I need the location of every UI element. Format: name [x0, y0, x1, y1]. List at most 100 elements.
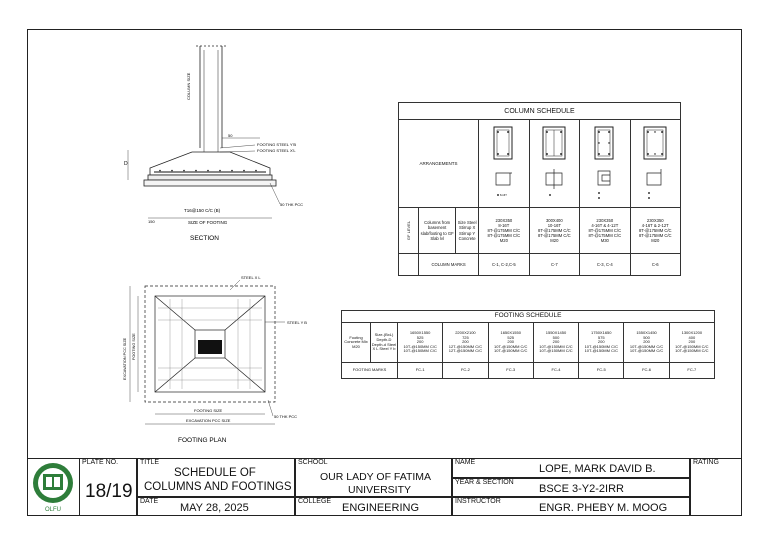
bottom-bars-label: T16@150 C/C (B) — [184, 208, 221, 213]
column-schedule-table: COLUMN SCHEDULE ARRANGEMENTS 8-16T — [397, 102, 682, 276]
college-label: COLLEGE — [298, 498, 332, 505]
title-label: TITLE — [140, 459, 160, 466]
footing-steel-x-label: FOOTING STEEL X'L — [257, 148, 296, 153]
arrangement-c1: 8-16T — [478, 119, 530, 208]
plate-no-label: PLATE NO. — [82, 459, 119, 466]
college-value: ENGINEERING — [342, 502, 420, 514]
footing-row-label: Size-(BxL) Depth-D Depth-d Steel X L Ste… — [370, 322, 398, 363]
gf-level-label: GF LEVEL — [406, 220, 412, 241]
col-size: 230X350 — [495, 218, 513, 223]
school-line2: UNIVERSITY — [348, 484, 412, 496]
column-size-label: COLUMN SIZE — [186, 72, 191, 100]
col-steel: 4-16T & 4-12T — [591, 223, 619, 228]
college-cell: COLLEGE ENGINEERING — [295, 497, 452, 516]
year-cell: YEAR & SECTION BSCE 3-Y2-2IRR — [452, 478, 690, 497]
rebar-dots — [159, 169, 257, 172]
column-section-sketch — [643, 126, 667, 199]
section-caption: SECTION — [190, 235, 219, 242]
footing-steel-y-label: FOOTING STEEL Y'B — [257, 142, 296, 147]
excavation-size-label: EXCAVATION PCC SIZE — [123, 337, 127, 380]
col-concrete: M20 — [550, 238, 559, 243]
footing-mark: FC-7 — [668, 362, 716, 379]
date-label: DATE — [140, 498, 159, 505]
col-stirrup-y: 8T-@175MM C/C — [588, 233, 622, 238]
arrangement-c7 — [528, 119, 581, 208]
plan-pcc-label: 50 THK PCC — [274, 414, 297, 419]
arrangement-c6 — [629, 119, 682, 208]
arrangements-label: ARRANGEMENTS — [397, 119, 480, 208]
col-spec-c6: 230X350 4-16T & 2-12T 8T-@175MM C/C 8T-@… — [629, 207, 682, 254]
col-spec-c7: 300X400 10-16T 8T-@175MM C/C 8T-@175MM C… — [528, 207, 581, 254]
col-size: 230X350 — [646, 218, 664, 223]
title-cell: TITLE SCHEDULE OF COLUMNS AND FOOTINGS — [137, 458, 295, 497]
size-of-footing-label: SIZE OF FOOTING — [188, 220, 228, 225]
size-steel-label: Size Steel Stirrup X Stirrup Y Concrete — [455, 207, 480, 254]
col-stirrup-x: 8T-@175MM C/C — [638, 228, 672, 233]
footing-outline-plan — [154, 295, 266, 393]
dim-d: D — [124, 161, 128, 167]
columns-from-label: Columns from basement slab/footing to GF… — [418, 207, 457, 254]
arrangement-c3 — [579, 119, 631, 208]
dim-150: 150 — [148, 219, 155, 224]
footing-mark: FC-5 — [578, 362, 625, 379]
footing-schedule-title: FOOTING SCHEDULE — [341, 310, 715, 323]
plate-no: 18/19 — [85, 481, 133, 502]
col-concrete: M20 — [499, 238, 508, 243]
col-spec-c3: 230X350 4-16T & 4-12T 8T-@175MM C/C 8T-@… — [579, 207, 631, 254]
footing-schedule-table: FOOTING SCHEDULE Footing Concrete Mix M2… — [341, 310, 716, 379]
column-section-solid — [198, 340, 222, 354]
footing-mark: FC-1 — [396, 362, 444, 379]
col-concrete: M30 — [600, 238, 609, 243]
col-mark: C-6 — [629, 253, 682, 276]
rating-cell: RATING — [690, 458, 742, 516]
footing-mark: FC-2 — [442, 362, 489, 379]
col-size: 300X400 — [545, 218, 563, 223]
footing-size-v-label: FOOTING SIZE — [132, 333, 136, 360]
title-block: OLFU PLATE NO. 18/19 TITLE SCHEDULE OF C… — [27, 458, 742, 516]
logo-text: OLFU — [45, 507, 61, 513]
name-value: LOPE, MARK DAVID B. — [539, 463, 656, 475]
col-stirrup-y: 8T-@175MM C/C — [487, 233, 521, 238]
footing-mark: FC-3 — [487, 362, 534, 379]
instructor-label: INSTRUCTOR — [455, 498, 501, 505]
instructor-cell: INSTRUCTOR ENGR. PHEBY M. MOOG — [452, 497, 690, 516]
col-mark: C-1, C-2,C-5 — [478, 253, 530, 276]
col-size: 230X350 — [596, 218, 614, 223]
column-section-sketch — [594, 126, 614, 199]
col-concrete: M20 — [651, 238, 660, 243]
year-label: YEAR & SECTION — [455, 479, 514, 486]
steel-yb-label: STEEL Y B — [287, 320, 307, 325]
footing-concrete-label: Footing Concrete Mix M20 — [341, 322, 371, 363]
col-mark: C-3, C-4 — [579, 253, 631, 276]
col-stirrup-x: 8T-@175MM C/C — [487, 228, 521, 233]
tie-note-c1: 8-16T — [500, 193, 507, 197]
instructor-value: ENGR. PHEBY M. MOOG — [539, 502, 668, 514]
logo-cell: OLFU — [27, 458, 79, 516]
rating-label: RATING — [693, 459, 719, 466]
section-drawing: COLUMN SIZE 50 FOOTING STEEL Y'B FOOTING… — [124, 45, 303, 242]
school-label: SCHOOL — [298, 459, 328, 466]
pcc-label: 50 THK PCC — [280, 202, 303, 207]
col-steel: 10-16T — [547, 223, 561, 228]
title-line2: COLUMNS AND FOOTINGS — [144, 481, 292, 493]
date-value: MAY 28, 2025 — [180, 502, 249, 514]
footing-mark: FC-6 — [623, 362, 670, 379]
gf-level-cell: GF LEVEL — [397, 207, 420, 254]
column-stub — [196, 45, 226, 152]
name-cell: NAME LOPE, MARK DAVID B. — [452, 458, 690, 478]
col-stirrup-y: 8T-@175MM C/C — [638, 233, 672, 238]
col-steel: 8-16T — [498, 223, 510, 228]
steel-xl-label: STEEL X L — [241, 275, 261, 280]
date-cell: DATE MAY 28, 2025 — [137, 497, 295, 516]
university-logo: OLFU — [33, 463, 73, 513]
col-steel: 4-16T & 2-12T — [641, 223, 669, 228]
col-mark: C-7 — [528, 253, 581, 276]
excavation-outline — [144, 285, 276, 403]
dim-50: 50 — [228, 133, 233, 138]
column-schedule-title: COLUMN SCHEDULE — [398, 102, 681, 120]
